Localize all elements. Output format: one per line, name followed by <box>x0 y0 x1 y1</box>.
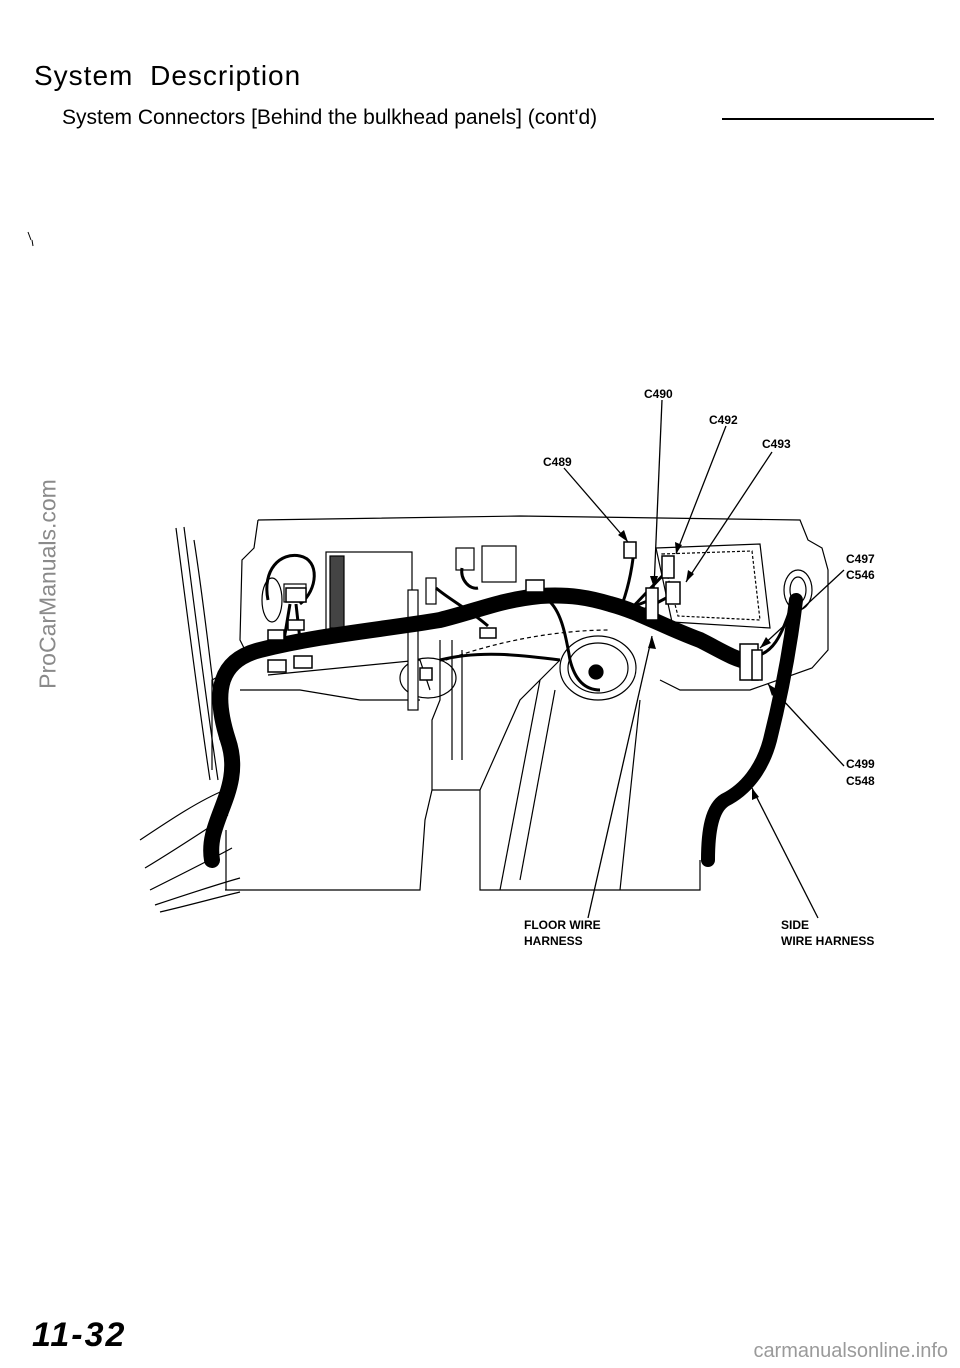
label-floor-harness: HARNESS <box>524 934 583 948</box>
label-c497: C497 <box>846 552 875 566</box>
label-c548: C548 <box>846 774 875 788</box>
connector-c489 <box>623 541 637 559</box>
label-c492: C492 <box>709 413 738 427</box>
dashed-wire <box>445 629 611 661</box>
connector-c499-c548 <box>751 649 763 681</box>
label-c499: C499 <box>846 757 875 771</box>
connector-c492 <box>661 555 675 579</box>
leader-lines <box>563 399 845 919</box>
leader-arrowheads <box>618 530 778 800</box>
connector-c493 <box>665 581 681 605</box>
label-c546: C546 <box>846 568 875 582</box>
label-c493: C493 <box>762 437 791 451</box>
page-number: 11-32 <box>32 1316 127 1354</box>
bottom-watermark: carmanualsonline.info <box>753 1340 948 1362</box>
label-side-wire-harness: WIRE HARNESS <box>781 934 874 948</box>
connector-c490 <box>645 587 659 621</box>
section-subtitle: System Connectors [Behind the bulkhead p… <box>62 106 598 129</box>
stray-mark <box>27 231 34 247</box>
bulkhead-panel-outline <box>211 515 829 891</box>
page-title: System Description <box>34 60 302 91</box>
label-floor-wire: FLOOR WIRE <box>524 918 601 932</box>
header-rule <box>722 118 934 120</box>
label-c490: C490 <box>644 387 673 401</box>
connectors <box>267 541 763 681</box>
label-side: SIDE <box>781 918 809 932</box>
floor-wire-harness <box>203 587 758 868</box>
side-wire-harness <box>701 593 803 867</box>
label-c489: C489 <box>543 455 572 469</box>
access-disc <box>399 635 637 701</box>
